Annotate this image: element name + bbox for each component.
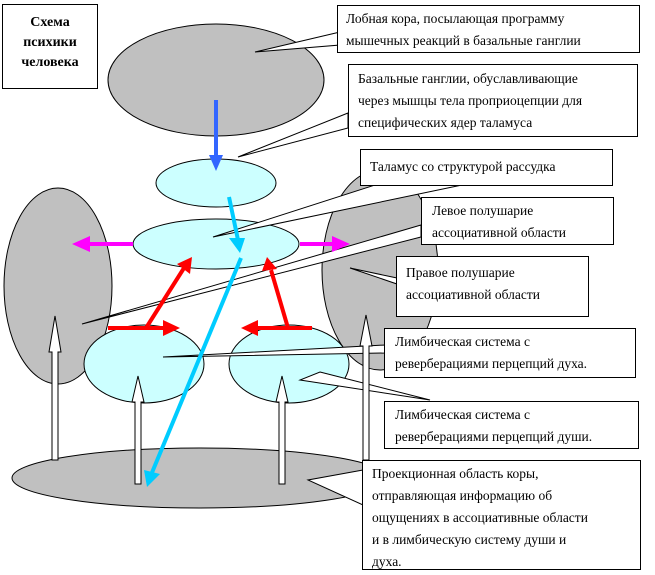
thalamus-ellipse — [132, 218, 300, 270]
red-arrow-right-limbic — [241, 257, 312, 336]
title-line-1: Схема — [30, 15, 70, 30]
title-line-3: человека — [21, 55, 79, 70]
light-blue-arrow-basal-to-thalamus — [227, 196, 245, 253]
label-projection-cortex: Проекционная область коры, отправляющая … — [362, 460, 641, 570]
title-line-2: психики — [23, 35, 77, 50]
label-line: Проекционная область коры, — [372, 466, 539, 481]
label-line: Лимбическая система с — [395, 407, 530, 422]
label-right-hemisphere: Правое полушарие ассоциативной области — [396, 256, 589, 317]
label-line: ощущениях в ассоциативные области — [372, 510, 588, 525]
label-line: мышечных реакций в базальные ганглии — [346, 33, 581, 48]
label-line: специфических ядер таламуса — [358, 115, 533, 130]
label-line: духа. — [372, 554, 402, 569]
label-line: Лобная кора, посылающая программу — [346, 11, 565, 26]
label-line: Таламус со структурой рассудка — [370, 159, 556, 174]
label-limbic-spirit: Лимбическая система с реверберациями пер… — [384, 328, 636, 378]
label-line: реверберациями перцепций духа. — [395, 356, 588, 371]
white-up-arrow-limbic-spirit — [131, 375, 145, 485]
label-basal-ganglia: Базальные ганглии, обуславливающие через… — [348, 64, 638, 137]
label-line: через мышцы тела проприоцепции для — [358, 93, 583, 108]
magenta-arrow-to-right-hemisphere — [300, 236, 350, 252]
red-arrow-left-limbic — [108, 257, 192, 336]
label-line: и в лимбическую систему души и — [372, 532, 567, 547]
label-line: реверберациями перцепций души. — [395, 429, 593, 444]
label-line: Лимбическая система с — [395, 334, 530, 349]
label-frontal-cortex: Лобная кора, посылающая программу мышечн… — [337, 5, 640, 53]
label-line: ассоциативной области — [406, 287, 541, 302]
white-up-arrow-limbic-soul — [275, 375, 289, 485]
white-up-arrow-right — [359, 314, 373, 461]
label-line: Правое полушарие — [406, 265, 515, 280]
label-left-hemisphere: Левое полушарие ассоциативной области — [421, 197, 614, 245]
white-up-arrow-left — [48, 315, 62, 461]
light-blue-arrow-thalamus-to-projection — [144, 257, 243, 487]
blue-arrow-frontal-to-basal — [209, 100, 223, 171]
limbic-spirit-ellipse — [83, 324, 205, 404]
limbic-soul-ellipse — [228, 324, 350, 404]
diagram-title-box: Схема психики человека — [2, 4, 98, 89]
label-line: Базальные ганглии, обуславливающие — [358, 71, 578, 86]
label-line: ассоциативной области — [432, 225, 567, 240]
label-line: Левое полушарие — [432, 203, 534, 218]
label-line: отправляющая информацию об — [372, 488, 553, 503]
magenta-arrow-to-left-hemisphere — [72, 236, 133, 252]
label-thalamus: Таламус со структурой рассудка — [360, 149, 613, 186]
label-limbic-soul: Лимбическая система с реверберациями пер… — [384, 401, 639, 449]
